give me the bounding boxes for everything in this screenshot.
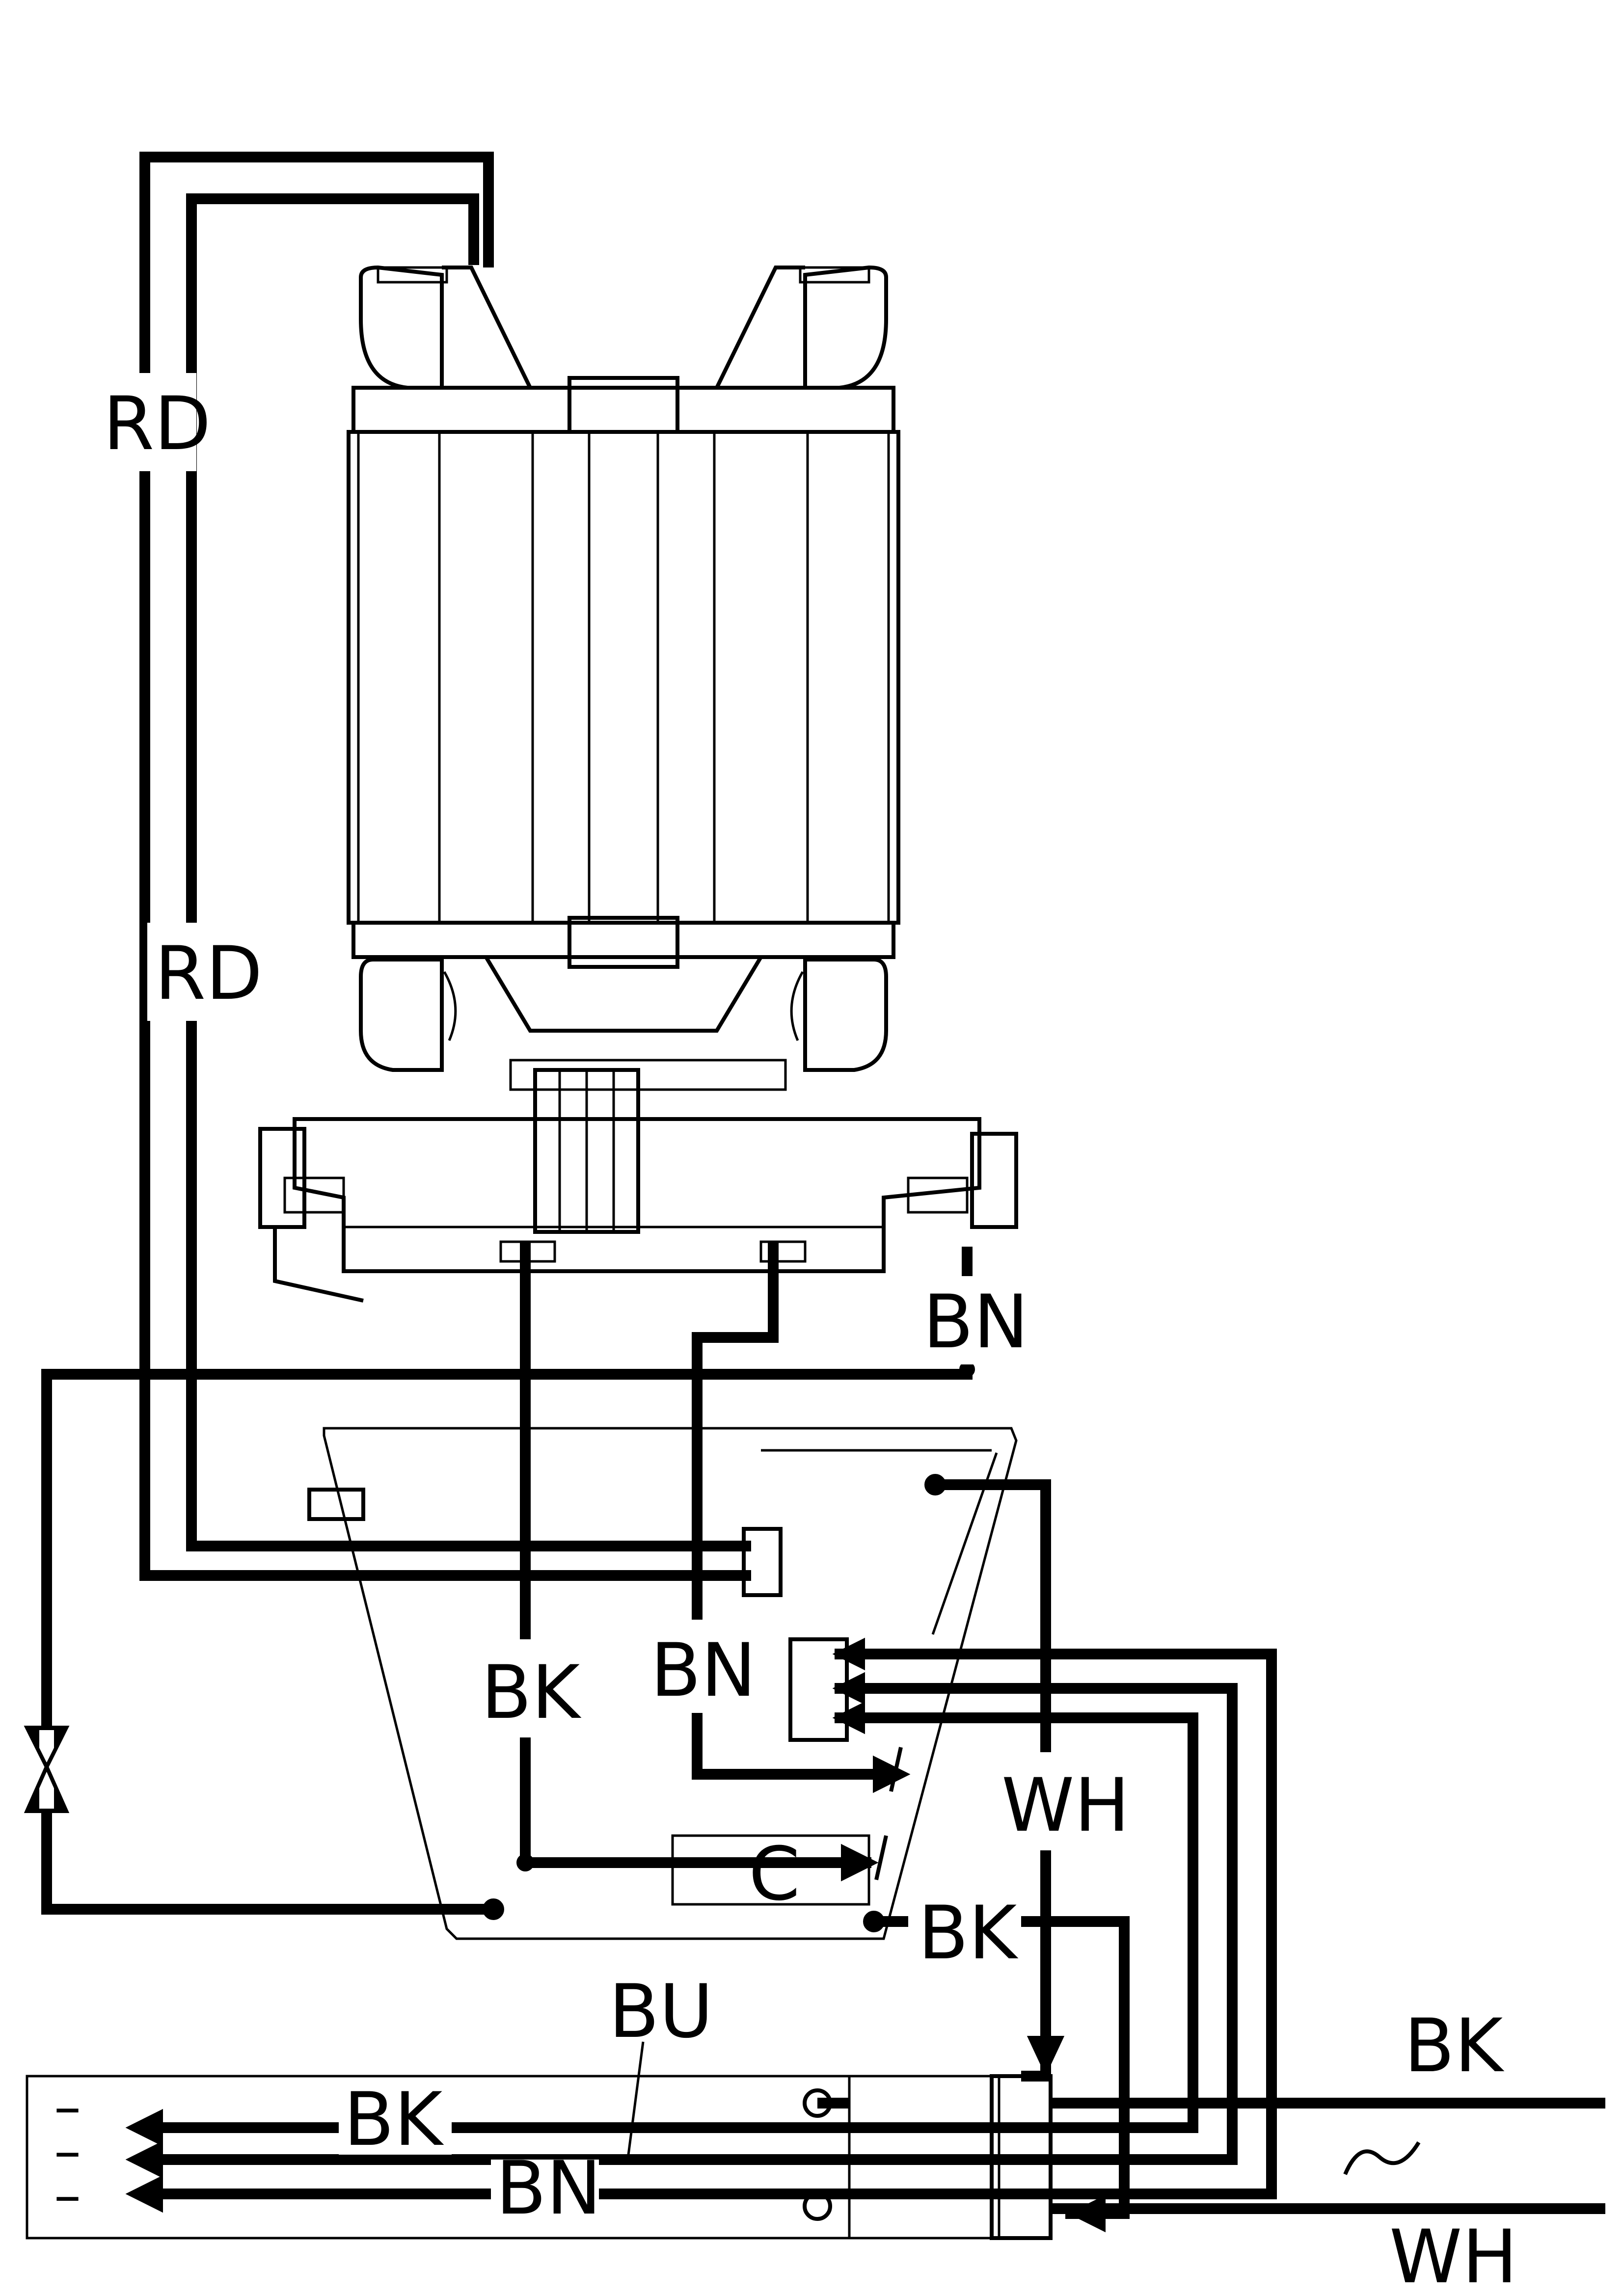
rd-connector-block: [742, 1527, 783, 1597]
wire-rd-outer: [139, 152, 751, 1581]
plate-mount-slot: [307, 1488, 365, 1521]
brush-holder-bottom-right: [803, 958, 888, 1072]
motor-top-band: [352, 386, 895, 434]
junction-dot-bn: [483, 1898, 504, 1920]
commutator-collar: [509, 1059, 787, 1091]
base-foot: [273, 1227, 364, 1303]
brush-springs: [443, 971, 804, 1041]
label-rd-outer: RD: [103, 381, 211, 467]
label-wh-supply: WH: [1389, 2215, 1517, 2296]
brush-clip-top-right: [799, 266, 870, 284]
switch-contact-line: [889, 1747, 903, 1792]
base-mount-right: [970, 1132, 1018, 1229]
bu-leader-line: [627, 2041, 645, 2155]
capacitor-box: [671, 1834, 870, 1906]
motor-lower-cap: [442, 955, 805, 1033]
wire-contact-2: [147, 1683, 1238, 2165]
motor-lower-hub: [568, 916, 679, 969]
label-rd-inner: RD: [155, 931, 263, 1016]
label-capacitor: C: [749, 1832, 800, 1917]
label-bn-right: BN: [923, 1280, 1028, 1365]
motor-top-cap: [442, 266, 805, 390]
brush-holder-bottom-left: [359, 958, 444, 1072]
wire-contact-3: [147, 1712, 1198, 2133]
brush-holder-top-right: [803, 265, 888, 390]
arrow-wh-down: [1027, 2036, 1065, 2076]
wire-bn-center: [692, 1242, 879, 1780]
arrow-terminal-3: [125, 2175, 163, 2213]
label-bk-lower: BK: [918, 1891, 1019, 1976]
terminal-mark-2: –: [54, 2119, 81, 2182]
arrow-terminal-2: [125, 2140, 163, 2179]
brush-holder-top-left: [359, 265, 444, 390]
wire-rd-inner: [186, 193, 751, 1551]
arrow-contact-2: [832, 1672, 865, 1705]
motor-lower-band: [352, 921, 895, 959]
arrow-contact-1: [832, 1637, 865, 1671]
arrow-terminal-1: [125, 2109, 163, 2147]
terminal-mark-1: –: [54, 2075, 81, 2138]
ac-symbol-icon: [1343, 2141, 1421, 2175]
motor-stator: [347, 430, 900, 925]
base-slot-right: [907, 1176, 969, 1214]
motor: [258, 265, 1018, 1303]
label-bk-center: BK: [481, 1650, 582, 1735]
arrow-bk-supply: [1068, 2194, 1106, 2233]
tab-right: [759, 1240, 807, 1263]
junction-dot-cap: [516, 1854, 534, 1871]
label-wh-right: WH: [1001, 1763, 1130, 1848]
label-bk-supply: BK: [1404, 2003, 1505, 2089]
brush-clip-top-left: [377, 266, 448, 284]
arrow-bk-cap: [841, 1843, 879, 1882]
valve-outline: [24, 1726, 70, 1813]
stator-lines: [357, 432, 890, 923]
commutator-lines: [558, 1070, 615, 1232]
motor-base-plate: [293, 1117, 981, 1273]
junction-dot-bk: [863, 1911, 885, 1932]
base-slot-left: [283, 1176, 345, 1214]
capacitor-contact-line: [874, 1835, 888, 1880]
arrow-contact-3: [832, 1701, 865, 1735]
junction-dot-wh: [924, 1474, 946, 1495]
label-bu: BU: [609, 1969, 713, 2055]
label-bk-terminal: BK: [344, 2077, 444, 2163]
label-bn-center: BN: [650, 1628, 756, 1713]
terminal-mark-3: –: [54, 2163, 81, 2226]
wire-contact-1: [825, 1649, 1277, 2199]
label-bn-terminal: BN: [496, 2146, 601, 2231]
